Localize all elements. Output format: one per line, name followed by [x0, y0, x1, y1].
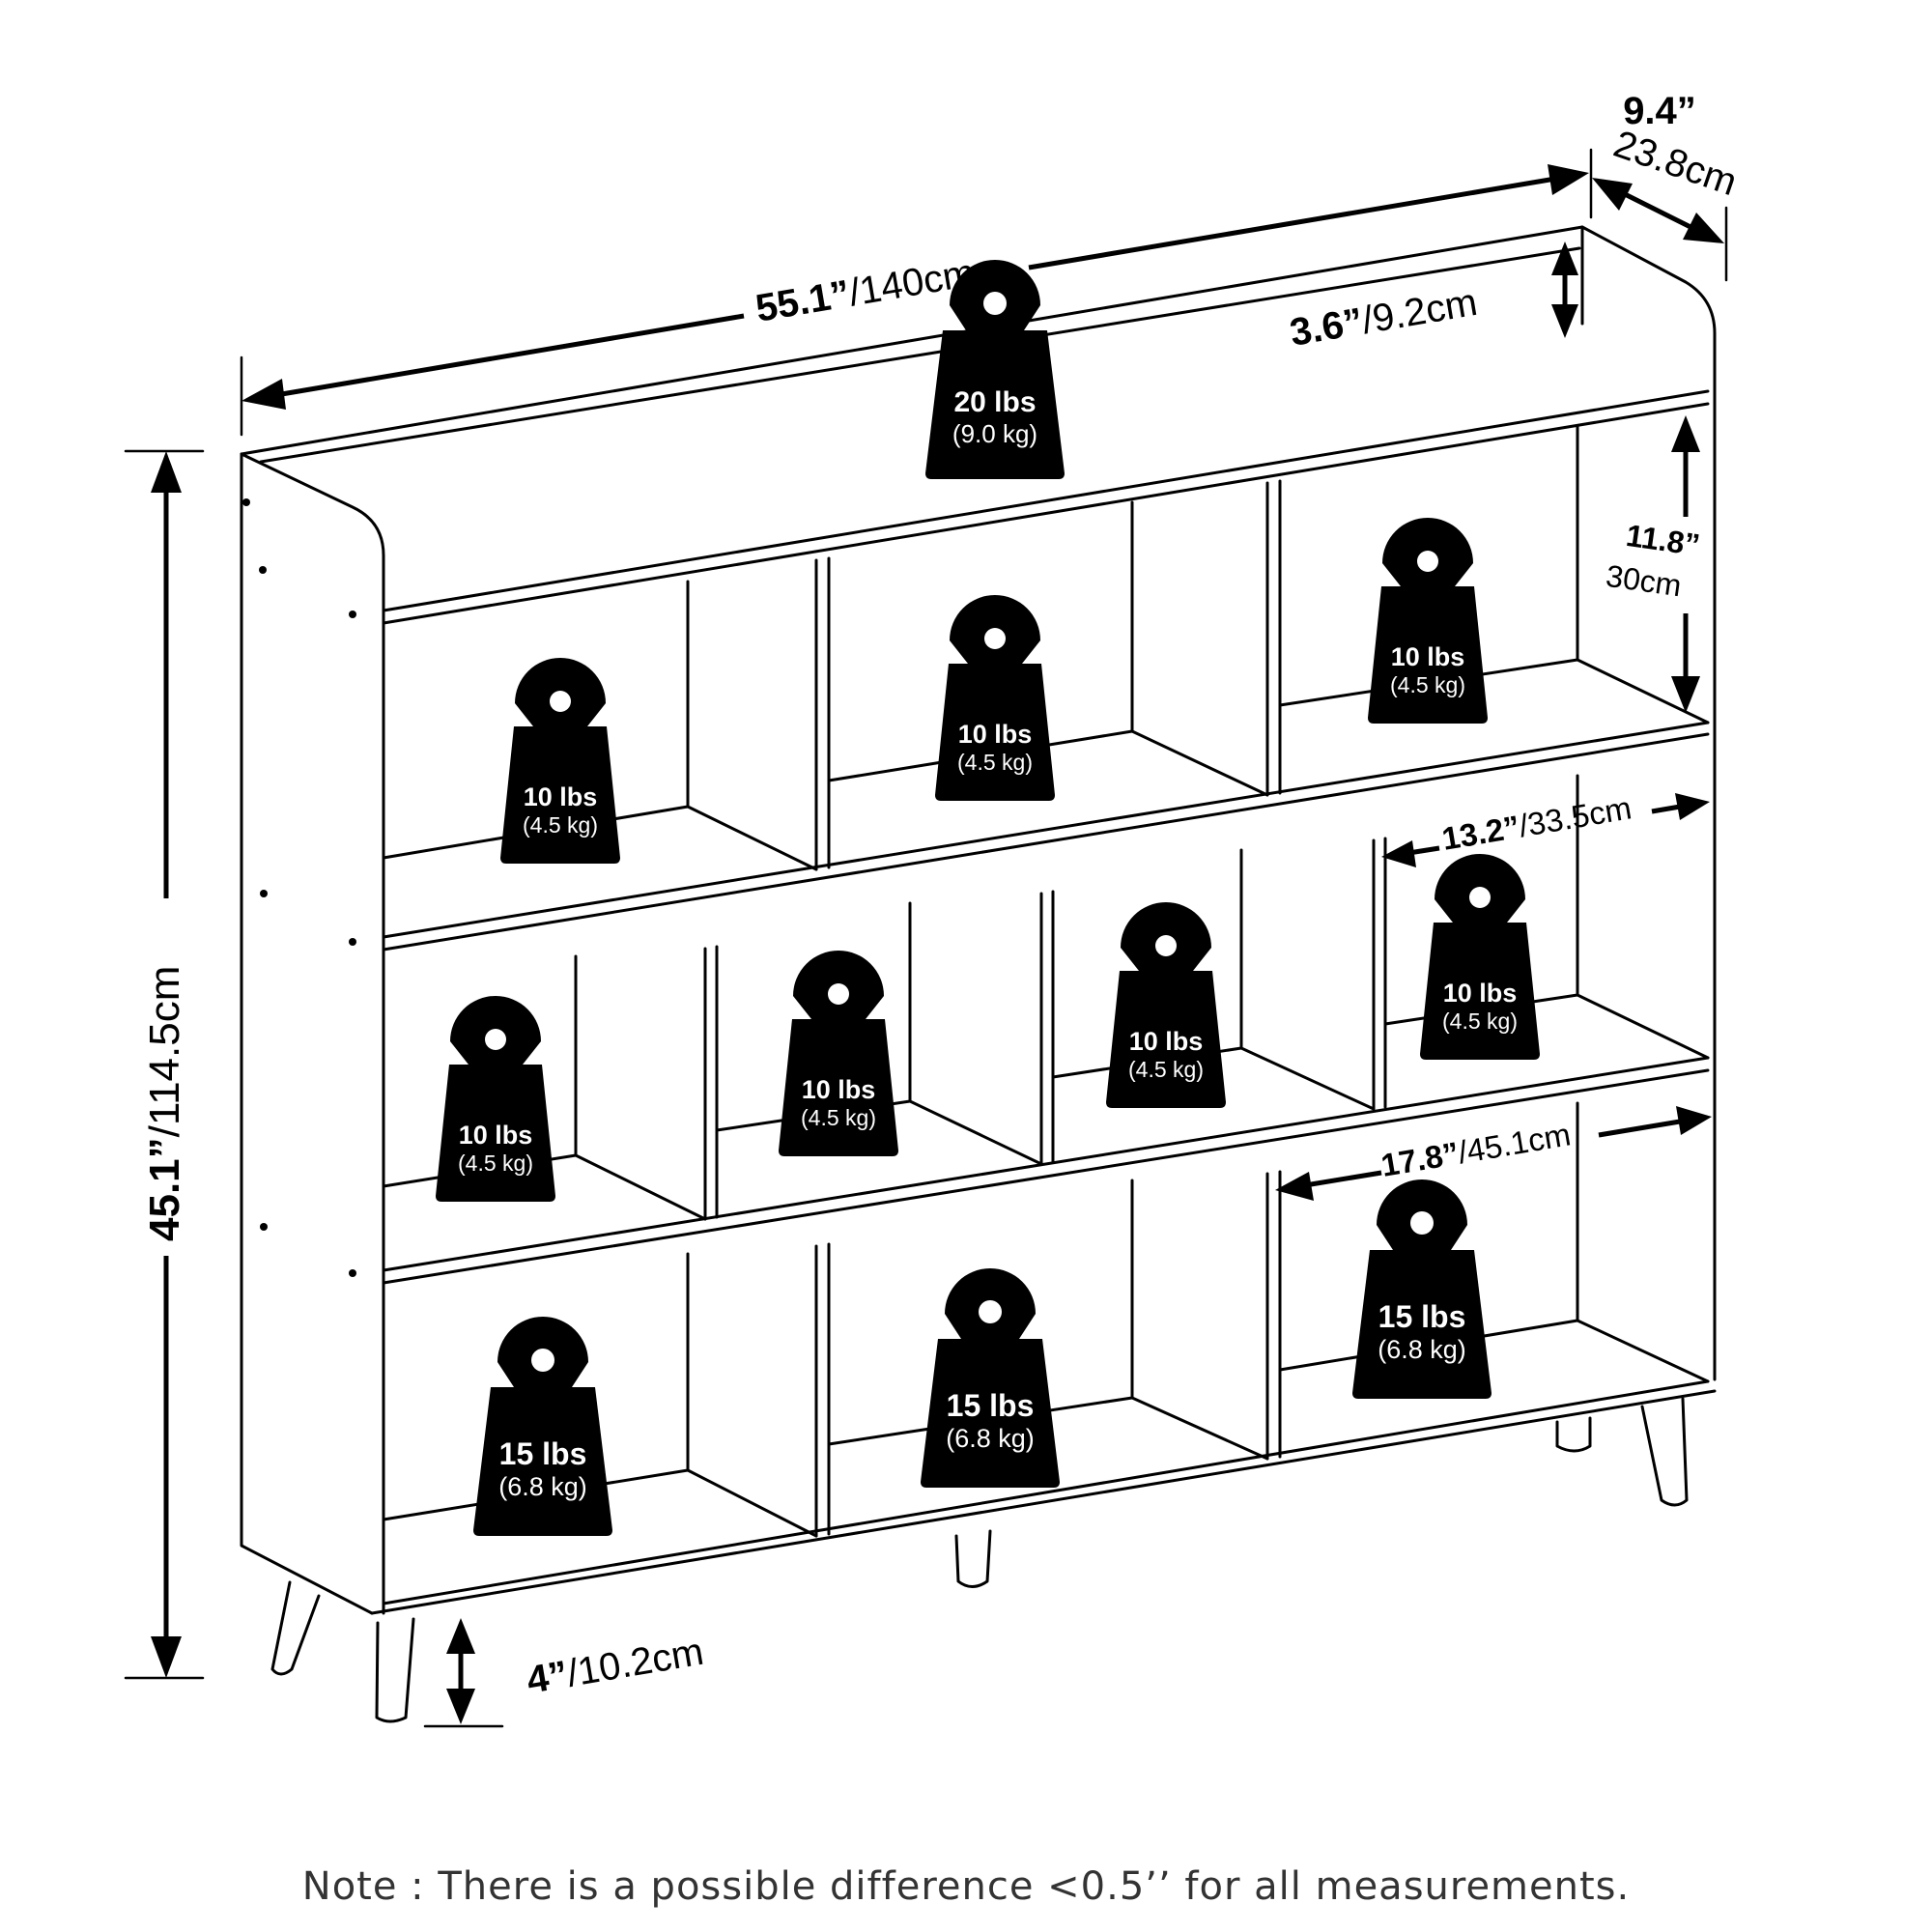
- weight-top-kg: (9.0 kg): [952, 419, 1037, 448]
- height-cm: /114.5cm: [141, 966, 188, 1138]
- weight-kg: (4.5 kg): [801, 1105, 876, 1130]
- svg-text:55.1”/140cm: 55.1”/140cm: [753, 251, 978, 330]
- small-cube-width-dimension: 13.2”/33.5cm: [1381, 789, 1710, 867]
- weight-row1-left-icon: 10 lbs (4.5 kg): [500, 657, 620, 864]
- weight-top-lbs: 20 lbs: [953, 386, 1036, 418]
- bookcase-frame: [240, 225, 1717, 1723]
- leg-height-dimension: 4”/10.2cm: [423, 1618, 706, 1728]
- depth-cm: 23.8cm: [1608, 123, 1742, 204]
- cube-height-inches: 11.8”: [1624, 518, 1702, 562]
- weight-kg: (4.5 kg): [523, 812, 598, 838]
- leg-height-cm: /10.2cm: [564, 1631, 707, 1695]
- top-rail-inches: 3.6”: [1287, 300, 1366, 355]
- top-rail-cm: /9.2cm: [1359, 281, 1481, 342]
- width-inches: 55.1”: [753, 272, 853, 330]
- height-inches: 45.1”: [141, 1137, 188, 1241]
- large-cube-width-dimension: 17.8”/45.1cm: [1275, 1106, 1712, 1201]
- weight-kg: (6.8 kg): [946, 1424, 1035, 1453]
- weight-lbs: 15 lbs: [1378, 1299, 1466, 1334]
- weight-lbs: 15 lbs: [499, 1436, 587, 1471]
- weight-lbs: 10 lbs: [1391, 642, 1465, 671]
- weight-kg: (4.5 kg): [1442, 1009, 1518, 1034]
- weight-lbs: 10 lbs: [802, 1075, 876, 1104]
- weight-row2-b-icon: 10 lbs (4.5 kg): [779, 950, 898, 1156]
- large-cube-width-cm: /45.1cm: [1456, 1116, 1574, 1170]
- cube-height-dimension: 11.8” 30cm: [1604, 415, 1702, 713]
- weight-row2-d-icon: 10 lbs (4.5 kg): [1420, 853, 1540, 1060]
- weight-top-icon: 20 lbs (9.0 kg): [925, 259, 1065, 479]
- weight-lbs: 10 lbs: [1129, 1027, 1204, 1056]
- leg-height-inches: 4”: [524, 1653, 571, 1701]
- large-cube-width-inches: 17.8”: [1378, 1135, 1462, 1183]
- weight-row2-a-icon: 10 lbs (4.5 kg): [436, 995, 555, 1202]
- cube-height-cm: 30cm: [1604, 558, 1683, 604]
- weight-lbs: 10 lbs: [1443, 979, 1518, 1008]
- small-cube-width-cm: /33.5cm: [1517, 789, 1634, 843]
- weight-kg: (6.8 kg): [498, 1472, 587, 1501]
- weight-row3-left-icon: 15 lbs (6.8 kg): [473, 1316, 612, 1536]
- weight-kg: (4.5 kg): [1128, 1057, 1204, 1082]
- depth-dimension: 9.4” 23.8cm: [1592, 90, 1742, 282]
- weight-row3-right-icon: 15 lbs (6.8 kg): [1352, 1179, 1492, 1399]
- depth-inches: 9.4”: [1623, 90, 1696, 132]
- width-dimension: 55.1”/140cm: [240, 148, 1593, 437]
- svg-text:17.8”/45.1cm: 17.8”/45.1cm: [1378, 1116, 1574, 1183]
- weight-row3-mid-icon: 15 lbs (6.8 kg): [921, 1267, 1060, 1488]
- weight-row1-mid-icon: 10 lbs (4.5 kg): [935, 594, 1055, 801]
- weight-lbs: 15 lbs: [947, 1388, 1035, 1423]
- svg-text:3.6”/9.2cm: 3.6”/9.2cm: [1287, 281, 1480, 355]
- svg-text:45.1”/114.5cm: 45.1”/114.5cm: [141, 966, 188, 1241]
- weight-row1-right-icon: 10 lbs (4.5 kg): [1368, 517, 1488, 724]
- height-dimension: 45.1”/114.5cm: [124, 449, 205, 1680]
- weight-lbs: 10 lbs: [958, 720, 1033, 749]
- small-cube-width-inches: 13.2”: [1439, 809, 1522, 857]
- weight-kg: (6.8 kg): [1378, 1335, 1466, 1364]
- measurement-note: Note : There is a possible difference <0…: [301, 1864, 1631, 1909]
- svg-text:13.2”/33.5cm: 13.2”/33.5cm: [1439, 789, 1634, 857]
- weight-lbs: 10 lbs: [524, 782, 598, 811]
- top-rail-dimension: 3.6”/9.2cm: [1287, 242, 1578, 355]
- svg-text:4”/10.2cm: 4”/10.2cm: [524, 1631, 706, 1702]
- weight-lbs: 10 lbs: [459, 1121, 533, 1150]
- weight-kg: (4.5 kg): [957, 750, 1033, 775]
- weight-kg: (4.5 kg): [458, 1151, 533, 1176]
- weight-kg: (4.5 kg): [1390, 672, 1465, 697]
- weight-row2-c-icon: 10 lbs (4.5 kg): [1106, 901, 1226, 1108]
